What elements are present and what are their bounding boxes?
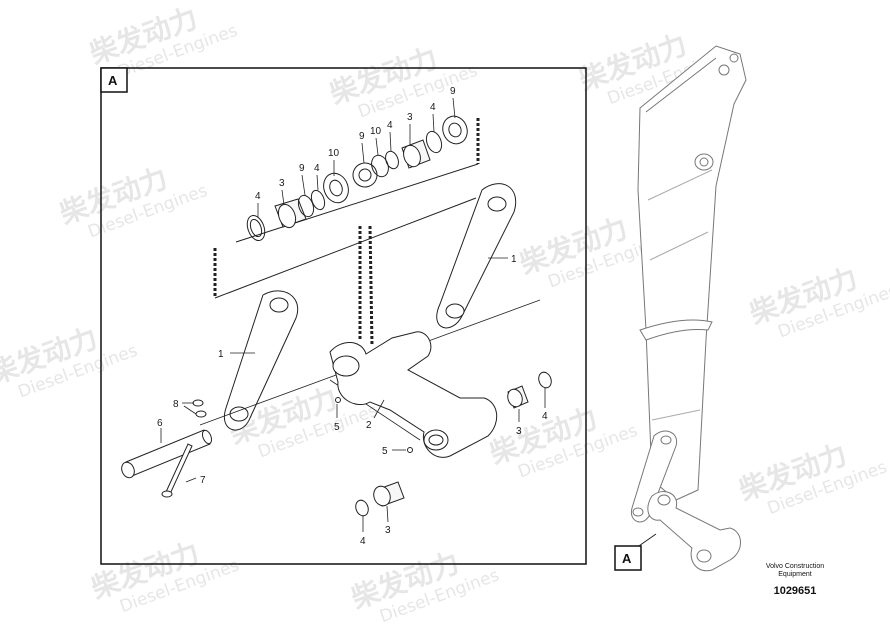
seal-ring	[538, 371, 552, 389]
view-tag-label: A	[108, 73, 118, 88]
callout-3: 3	[516, 426, 522, 437]
callout-5: 5	[334, 422, 340, 433]
seal-ring	[355, 499, 369, 517]
assembly-dashed-guides	[213, 118, 480, 346]
view-marker-box	[614, 545, 642, 571]
callout-9: 9	[450, 86, 456, 97]
callout-4: 4	[360, 536, 366, 547]
callout-4: 4	[314, 163, 320, 174]
shim	[371, 154, 389, 178]
exploded-assembly	[121, 115, 552, 517]
callout-3: 3	[407, 112, 413, 123]
callout-4: 4	[387, 120, 393, 131]
callout-8: 8	[173, 399, 179, 410]
callout-5: 5	[382, 446, 388, 457]
hose-clamp	[639, 319, 713, 341]
callout-2: 2	[366, 420, 372, 431]
washer	[442, 115, 468, 145]
callout-9: 9	[299, 163, 305, 174]
callout-10: 10	[370, 126, 382, 137]
callout-3: 3	[279, 178, 285, 189]
leader-lines	[160, 97, 546, 532]
callout-1: 1	[511, 254, 517, 265]
detail-frame	[100, 67, 587, 565]
seal-ring	[385, 150, 399, 170]
seal-ring	[310, 189, 326, 211]
callout-7: 7	[200, 475, 206, 486]
drawing-number: 1029651	[774, 585, 817, 597]
guide-line	[235, 163, 479, 243]
guide-line	[214, 197, 477, 299]
callout-4: 4	[255, 191, 261, 202]
view-marker-label: A	[622, 551, 632, 566]
seal-ring	[425, 130, 443, 154]
grease-nipple	[335, 397, 341, 403]
callout-6: 6	[157, 418, 163, 429]
link-arm-left	[223, 290, 299, 431]
washer	[323, 172, 349, 204]
callout-labels: 4 3 9 4 10 9 10 4 3 4 9 1 1 2 5 5 6 8 7 …	[157, 86, 548, 547]
boom-arm	[637, 45, 747, 501]
callout-9: 9	[359, 131, 365, 142]
seal-ring	[246, 214, 266, 242]
boom-h-link	[647, 491, 741, 572]
boom-overview	[630, 45, 747, 572]
callout-4: 4	[542, 411, 548, 422]
h-link	[329, 331, 498, 458]
view-tag-box	[100, 67, 128, 93]
nut	[192, 399, 204, 407]
callout-4: 4	[430, 102, 436, 113]
washer	[352, 162, 378, 188]
pin	[125, 429, 211, 477]
callout-3: 3	[385, 525, 391, 536]
callout-10: 10	[328, 148, 340, 159]
callout-1: 1	[218, 349, 224, 360]
grease-nipple	[407, 447, 413, 453]
caption-line-1: Volvo Construction	[766, 563, 824, 570]
washer-small	[195, 410, 207, 418]
caption-line-2: Equipment	[778, 571, 812, 578]
